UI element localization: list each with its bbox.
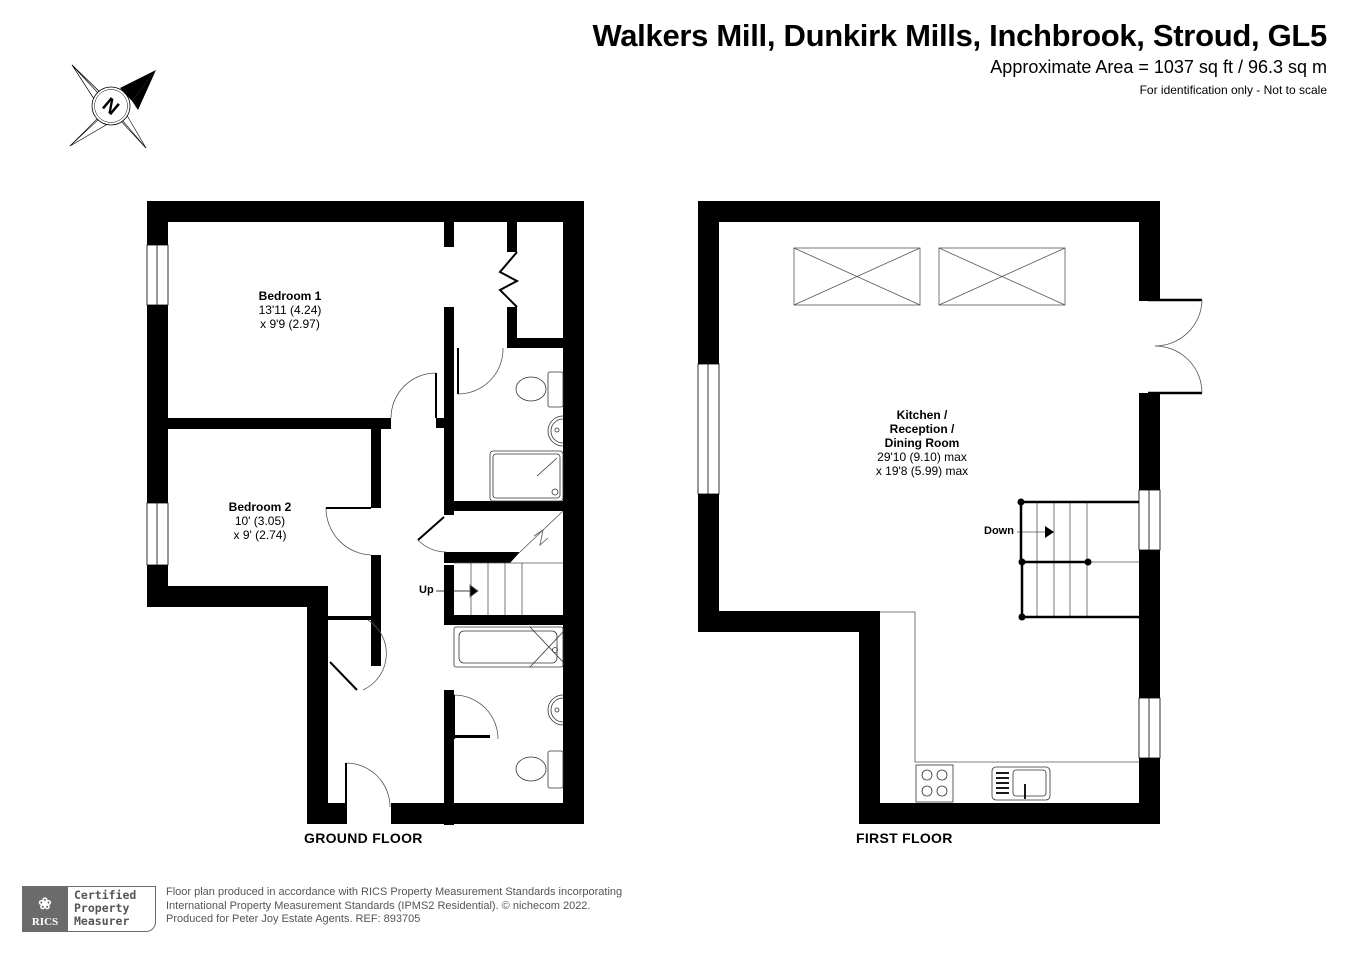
basin-icon <box>547 415 564 447</box>
shower-tray-icon <box>489 450 564 502</box>
first-floor-plan <box>697 201 1203 824</box>
hob-icon <box>915 764 954 803</box>
room-label-bedroom-1: Bedroom 1 13'11 (4.24) x 9'9 (2.97) <box>230 289 350 331</box>
certified-property-measurer-badge: Certified Property Measurer <box>68 886 156 932</box>
approximate-area: Approximate Area = 1037 sq ft / 96.3 sq … <box>990 57 1327 77</box>
footer-notes: Floor plan produced in accordance with R… <box>166 886 622 932</box>
toilet-icon <box>515 750 564 789</box>
room-name: Dining Room <box>884 436 960 450</box>
french-doors-icon <box>1148 298 1203 395</box>
rics-lion-icon: ❀ <box>38 896 52 913</box>
room-dimension: 13'11 (4.24) <box>258 303 322 317</box>
stairs-up-label: Up <box>419 584 434 596</box>
rics-logo: ❀ RICS <box>22 886 68 932</box>
room-name: Bedroom 1 <box>258 289 322 303</box>
toilet-icon <box>515 371 564 408</box>
room-dimension: x 9'9 (2.97) <box>260 317 320 331</box>
property-title: Walkers Mill, Dunkirk Mills, Inchbrook, … <box>592 18 1327 53</box>
stairs-down <box>1017 498 1139 621</box>
stairs-down-label: Down <box>984 525 1014 537</box>
ground-floor-label: GROUND FLOOR <box>304 830 423 846</box>
room-dimension: 29'10 (9.10) max <box>877 450 967 464</box>
footer: ❀ RICS Certified Property Measurer Floor… <box>22 886 622 932</box>
room-label-bedroom-2: Bedroom 2 10' (3.05) x 9' (2.74) <box>200 500 320 542</box>
stairs-up <box>436 510 564 615</box>
sink-icon <box>991 766 1051 801</box>
room-label-kitchen-reception-dining: Kitchen / Reception / Dining Room 29'10 … <box>857 408 987 478</box>
room-dimension: x 19'8 (5.99) max <box>875 464 969 478</box>
first-floor-label: FIRST FLOOR <box>856 830 953 846</box>
footer-line: International Property Measurement Stand… <box>166 899 591 912</box>
compass-north-icon: N <box>69 64 156 149</box>
room-name: Bedroom 2 <box>228 500 292 514</box>
ground-floor-plan <box>146 201 584 825</box>
basin-icon <box>547 694 564 726</box>
skylight-icon <box>938 247 1066 306</box>
room-dimension: x 9' (2.74) <box>233 528 287 542</box>
room-name: Kitchen / <box>896 408 948 422</box>
footer-line: Produced for Peter Joy Estate Agents. RE… <box>166 913 421 925</box>
door-swings <box>325 347 504 808</box>
wardrobe-doors-icon <box>498 251 520 308</box>
room-dimension: 10' (3.05) <box>234 514 286 528</box>
room-name: Reception / <box>889 422 955 436</box>
disclaimer: For identification only - Not to scale <box>1139 83 1327 97</box>
skylight-icon <box>793 247 921 306</box>
bath-icon <box>453 626 564 668</box>
footer-line: Floor plan produced in accordance with R… <box>166 886 623 898</box>
